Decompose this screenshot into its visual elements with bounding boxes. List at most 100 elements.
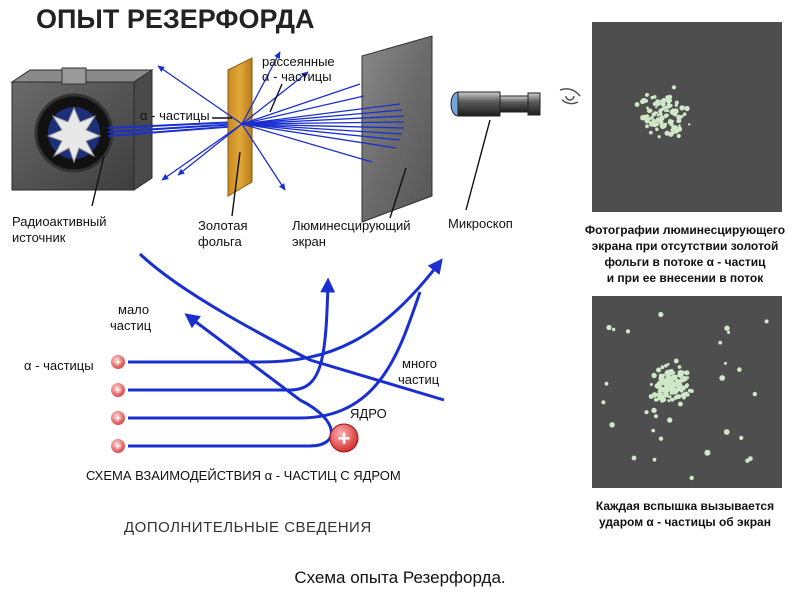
flash-dot <box>664 363 668 368</box>
flash-dot <box>664 109 667 113</box>
svg-text:+: + <box>115 441 121 453</box>
label-few-line2: частиц <box>110 318 152 333</box>
flash-dot <box>654 122 659 127</box>
flash-dot <box>664 130 670 136</box>
flash-dot <box>686 393 690 397</box>
flash-dot <box>634 102 640 107</box>
label-source-line1: Радиоактивный <box>12 214 107 229</box>
flash-dot <box>682 112 687 116</box>
microscope <box>450 88 581 117</box>
svg-text:+: + <box>338 426 351 451</box>
flash-dot <box>673 381 678 386</box>
label-foil-line1: Золотая <box>198 218 248 233</box>
flash-dot <box>649 383 653 386</box>
flash-dot <box>667 370 671 374</box>
flash-dot <box>646 106 649 110</box>
flash-dot <box>719 375 726 381</box>
flash-dot <box>739 435 744 440</box>
flash-dot <box>655 99 661 105</box>
flash-dot <box>684 383 690 388</box>
flash-dot <box>656 367 662 373</box>
flash-dot <box>672 388 678 394</box>
flash-dot <box>670 383 675 387</box>
flash-dot <box>658 311 664 318</box>
flash-dot <box>682 376 688 382</box>
flash-dot <box>667 399 671 403</box>
trajectories <box>128 252 445 448</box>
flash-dot <box>652 457 657 462</box>
flash-dot <box>663 392 669 398</box>
nucleus: + <box>329 423 359 453</box>
flash-dot <box>673 358 679 364</box>
flash-dot <box>650 95 654 100</box>
photo-caption-line1: Фотографии люминесцирующего <box>585 223 785 237</box>
alpha-plus-signs: + + + + <box>111 355 125 453</box>
flash-dot <box>631 455 637 461</box>
flash-dot <box>684 370 690 376</box>
flash-dot <box>656 380 663 387</box>
flash-dot <box>651 372 657 379</box>
extra-info-heading: ДОПОЛНИТЕЛЬНЫЕ СВЕДЕНИЯ <box>124 519 372 536</box>
flash-dot <box>653 398 658 402</box>
flash-dot <box>667 395 671 399</box>
svg-text:+: + <box>115 413 121 425</box>
flash-dot <box>658 436 664 441</box>
luminescent-screen <box>361 35 433 223</box>
flash-dot <box>612 327 616 332</box>
flash-dot <box>676 119 681 123</box>
flash-dot <box>655 117 660 122</box>
label-screen-line1: Люминесцирующий <box>292 218 411 233</box>
flash-dot <box>657 385 662 390</box>
photo-without-foil <box>592 22 782 212</box>
flash-dot <box>718 340 723 345</box>
flash-dot <box>672 112 678 117</box>
flash-dot <box>665 95 671 101</box>
label-source-line2: источник <box>12 230 66 245</box>
label-microscope: Микроскоп <box>448 216 513 231</box>
flash-dot <box>667 362 670 366</box>
flash-dot <box>653 111 657 115</box>
flash-dot <box>644 410 649 415</box>
flash-dots-with-foil <box>601 311 769 481</box>
flash-dot <box>666 377 669 381</box>
flash-dot <box>678 373 684 379</box>
flash-dot <box>659 99 663 103</box>
radioactive-source <box>10 67 154 191</box>
flash-dot <box>669 122 674 127</box>
flash-dot <box>676 133 681 139</box>
flash-dot <box>651 428 655 433</box>
flash-dot <box>723 361 727 365</box>
photo-caption-line2: экрана при отсутствии золотой <box>592 239 779 253</box>
flash-dot <box>673 376 678 381</box>
photo-caption-line3: фольги в потоке α - частиц <box>604 255 766 269</box>
label-foil-line2: фольга <box>198 234 242 249</box>
label-pointers <box>91 83 491 219</box>
photo-caption-line4: и при ее внесении в поток <box>607 271 765 285</box>
trajectory-deflected-up <box>128 277 336 392</box>
flash-dot <box>658 112 662 116</box>
flash-dot <box>676 114 682 121</box>
label-scheme-alpha: α - частицы <box>24 358 94 373</box>
flash-note-line2: ударом α - частицы об экран <box>599 515 771 529</box>
flash-dot <box>748 456 753 461</box>
scheme-caption: СХЕМА ВЗАИМОДЕЙСТВИЯ α - ЧАСТИЦ С ЯДРОМ <box>86 468 401 483</box>
flash-dot <box>646 108 652 114</box>
flash-dot <box>653 414 658 419</box>
flash-dot <box>670 397 675 402</box>
flash-dot <box>704 449 711 456</box>
flash-note-line1: Каждая вспышка вызывается <box>596 499 774 513</box>
flash-dot <box>666 379 671 384</box>
flash-dot <box>640 115 646 121</box>
flash-dot <box>671 85 677 90</box>
flash-dot <box>671 371 676 375</box>
flash-dot <box>609 422 615 428</box>
label-scattered-line1: рассеянные <box>262 54 335 69</box>
flash-dot <box>651 407 657 414</box>
flash-dot <box>674 103 678 107</box>
flash-dot <box>674 100 679 105</box>
flash-dot <box>645 92 649 97</box>
flash-dot <box>650 115 654 120</box>
flash-dot <box>676 395 680 399</box>
flash-dot <box>645 124 649 129</box>
